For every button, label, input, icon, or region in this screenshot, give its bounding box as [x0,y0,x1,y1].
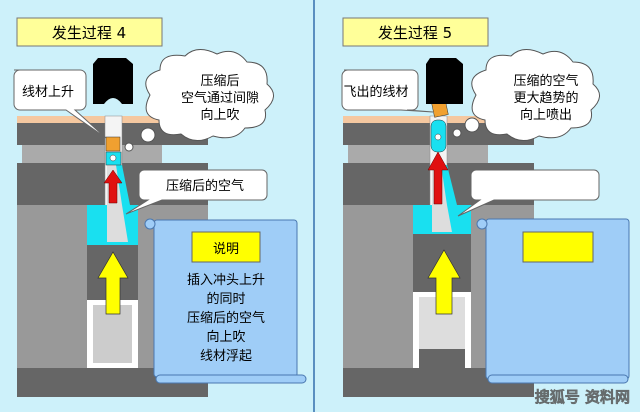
air-callout-text: 压缩后的空气 [166,178,244,194]
wire-piece [105,136,121,152]
cloud-bubble [124,142,134,152]
wire-callout-text: 飞出的线材 [343,84,408,100]
note-title: 说明 [213,242,239,257]
cloud-line: 向上吹 [200,107,239,123]
panel-process-5: 发生过程 5 飞出的线材 压缩的空气 更大趋势的 向上喷出 [341,17,630,397]
note-line: 的同时 [206,291,245,307]
air-callout [457,169,600,217]
watermark: 搜狐号 资料网 [535,388,630,406]
punch-up-arrow-icon [97,251,129,315]
note-line: 插入冲头上升 [187,273,265,288]
cloud-bubble [140,127,156,143]
wire-callout-text: 线材上升 [22,85,74,100]
panel-title: 发生过程 5 [378,24,452,42]
wire-callout [341,69,434,113]
title-box [342,17,489,47]
note-line: 向上吹 [206,329,245,345]
cloud-bubble [464,117,480,133]
air-callout [125,169,268,215]
air-arrow-icon [103,169,123,204]
cloud-line: 向上喷出 [520,107,572,123]
scroll-roll [487,374,629,384]
cloud-line: 压缩的空气 [513,73,578,89]
punch-base [419,349,465,368]
scroll-curl [476,218,488,230]
upper-punch [93,58,133,104]
thought-cloud [471,49,600,141]
cloud-line: 压缩后 [200,73,239,89]
panel-process-4: 发生过程 4 线材上升 压缩后 空气通过间隙 向上吹 压缩后的空气 [13,17,307,397]
title-box [16,17,163,47]
air-bubble [109,154,117,162]
note-line: 线材浮起 [200,349,252,364]
thought-cloud [145,49,274,141]
note-line: 压缩后的空气 [187,310,265,326]
note-title-box [191,231,261,263]
cloud-bubble [452,128,462,138]
panel-title: 发生过程 4 [52,24,126,42]
punch-up-arrow-icon [427,249,461,315]
air-bubble [434,133,442,141]
air-arrow-icon [427,151,449,205]
scroll-curl [144,218,156,230]
scroll-roll [155,374,307,384]
wire-callout [13,69,107,139]
punch-lower [93,305,132,363]
cloud-line: 空气通过间隙 [181,90,259,106]
die-gap [22,145,162,163]
die-gap [348,145,488,163]
upper-punch [426,58,463,104]
note-title-box [522,231,594,263]
cloud-line: 更大趋势的 [513,90,578,106]
